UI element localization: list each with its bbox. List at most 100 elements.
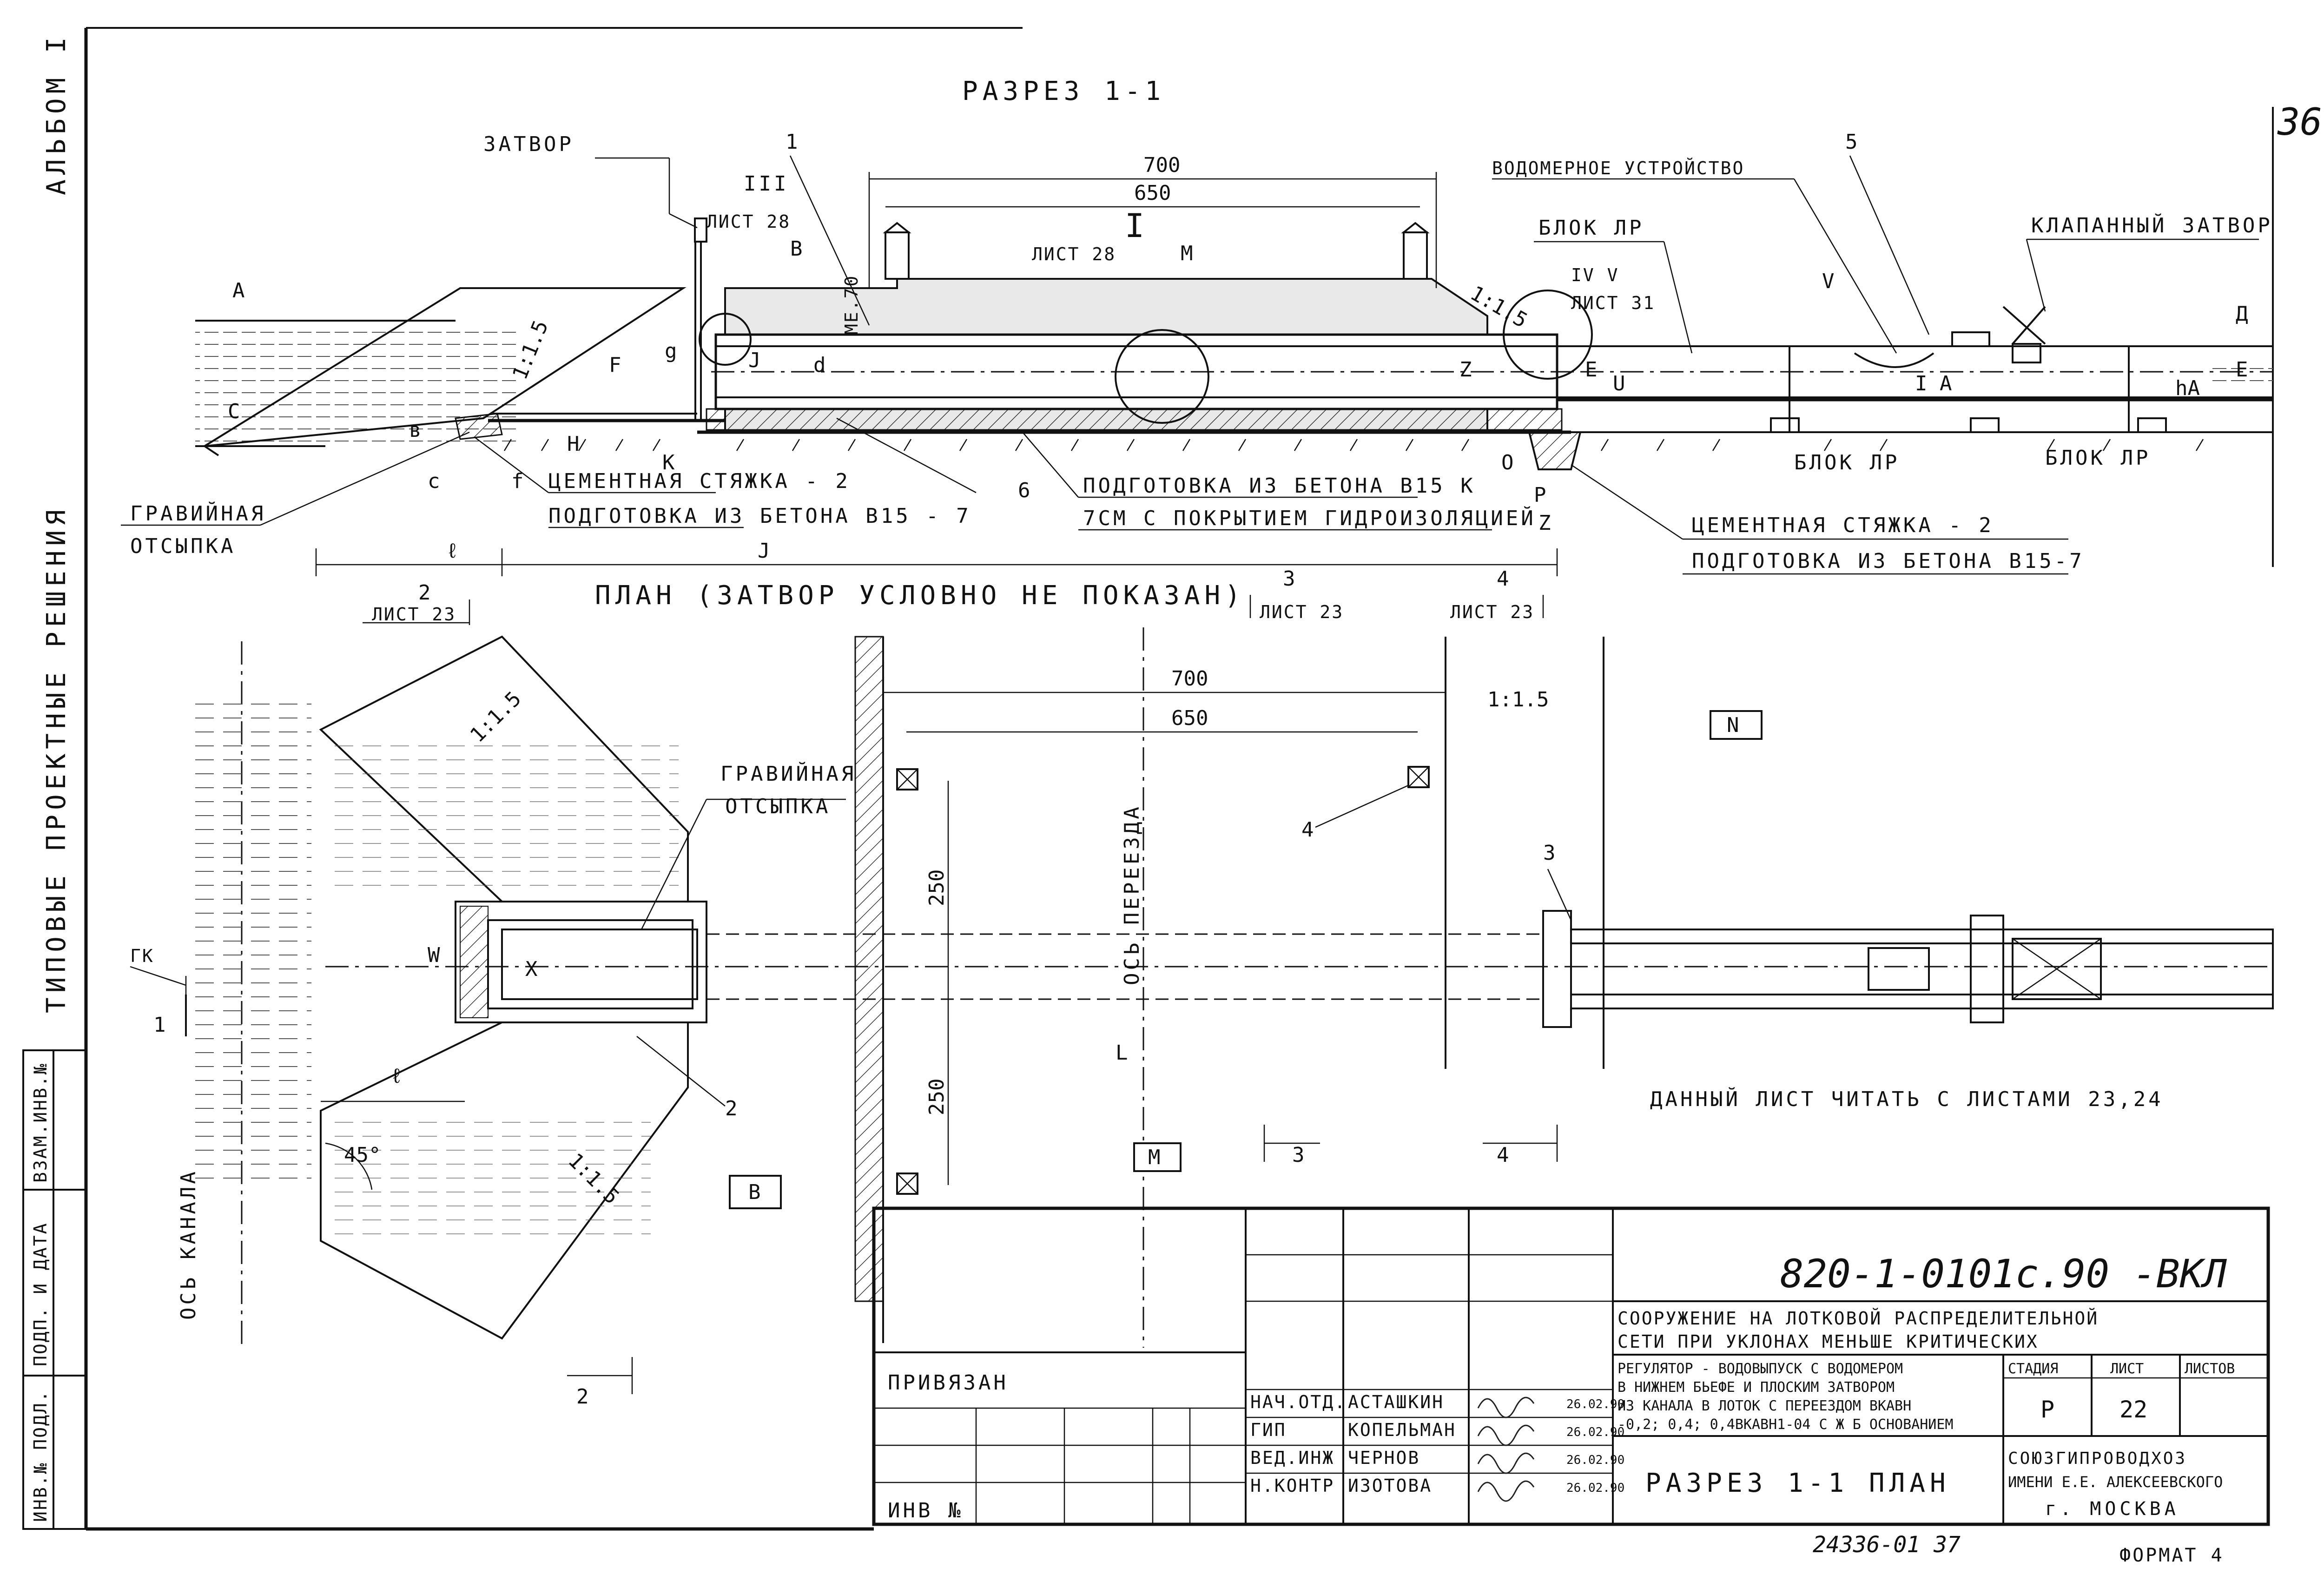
tb-desc-3: ИЗ КАНАЛА В ЛОТОК С ПЕРЕЕЗДОМ ВКАВН: [1618, 1398, 1911, 1414]
label-cement1: ЦЕМЕНТНАЯ СТЯЖКА - 2: [548, 469, 851, 493]
plan-cut3: 3: [1292, 1143, 1305, 1167]
plan-title: ПЛАН (ЗАТВОР УСЛОВНО НЕ ПОКАЗАН): [595, 580, 1245, 611]
title-block: ПРИВЯЗАН ИНВ № НАЧ.ОТД. ГИП ВЕД.ИНЖ Н.КО…: [872, 1206, 2270, 1526]
section-dim-700: 700: [1143, 153, 1180, 177]
letter-B: В: [790, 237, 803, 261]
label-blok-ar-top: БЛОК ЛР: [1538, 216, 1644, 240]
tb-inv: ИНВ №: [888, 1499, 963, 1522]
tb-role-2: ВЕД.ИНЖ: [1250, 1448, 1334, 1468]
letter-E: Е: [1585, 358, 1598, 382]
gk-label: ГК: [130, 946, 154, 966]
label-podgot1: ПОДГОТОВКА ИЗ БЕТОНА В15 - 7: [548, 504, 971, 528]
label-gravel-section: ГРАВИЙНАЯ: [130, 501, 266, 526]
plan-slope-c: 1:1.5: [1487, 688, 1549, 711]
letter-hA: hА: [2175, 376, 2200, 400]
label-podgot2: ПОДГОТОВКА ИЗ БЕТОНА В15-7: [1692, 549, 2085, 573]
letter-c: с: [428, 469, 440, 493]
letter-H: Н: [567, 432, 580, 456]
label-ref-IVV: IV V: [1571, 265, 1619, 285]
plan-num3: 3: [1543, 841, 1556, 865]
tb-role-1: ГИП: [1250, 1420, 1287, 1440]
ref-list23b: ЛИСТ 23: [1260, 602, 1344, 622]
label-blok-ar-bot1: БЛОК ЛР: [1794, 451, 1900, 474]
plan-gravel2: ОТСЫПКА: [725, 795, 831, 818]
tb-date-2: 26.02.90: [1566, 1453, 1624, 1467]
letter-P: Р: [1534, 483, 1546, 507]
letter-l: ℓ: [446, 539, 458, 563]
plan-note: ДАННЫЙ ЛИСТ ЧИТАТЬ С ЛИСТАМИ 23,24: [1650, 1087, 2164, 1111]
letter-d: d: [813, 353, 826, 377]
callout-5: 5: [1845, 130, 1858, 154]
tb-stage-h: СТАДИЯ: [2008, 1361, 2058, 1377]
letter-K: К: [662, 451, 675, 474]
tb-desc-4: -0,2; 0,4; 0,4ВКАВН1-04 С Ж Б ОСНОВАНИЕМ: [1618, 1416, 1953, 1433]
label-zatvor: ЗАТВОР: [483, 132, 574, 156]
section-dim-650: 650: [1134, 181, 1171, 205]
page-number: 36: [2277, 100, 2322, 144]
format-label: ФОРМАТ 4: [2119, 1545, 2224, 1566]
plan-box-B: В: [748, 1180, 761, 1204]
ref-list23a: ЛИСТ 23: [372, 604, 456, 625]
label-klapan: КЛАПАННЫЙ ЗАТВОР: [2031, 213, 2273, 237]
tb-org-2: ИМЕНИ Е.Е. АЛЕКСЕЕВСКОГО: [2008, 1473, 2223, 1491]
letter-D: Д: [2236, 302, 2248, 326]
signatures: [1477, 1397, 1535, 1502]
tb-name-3: ИЗОТОВА: [1348, 1476, 1432, 1496]
tb-role-0: НАЧ.ОТД.: [1250, 1392, 1347, 1412]
letter-b: в: [409, 418, 422, 442]
plan-l: ℓ: [390, 1064, 403, 1088]
plan-dim-650: 650: [1171, 706, 1208, 730]
plan-view: ПЛАН (ЗАТВОР УСЛОВНО НЕ ПОКАЗАН) ОСЬ КАН…: [130, 580, 2274, 1409]
tb-sheet-title: РАЗРЕЗ 1-1 ПЛАН: [1645, 1468, 1950, 1498]
letter-J: J: [748, 349, 761, 372]
letter-J2: J: [758, 539, 770, 563]
label-ref-I: I: [1125, 207, 1144, 245]
section-1-1: РАЗРЕЗ 1-1: [121, 76, 2274, 576]
tb-role-3: Н.КОНТР: [1250, 1476, 1334, 1496]
tb-name-0: АСТАШКИН: [1348, 1392, 1444, 1412]
stamp-vzam-label: ВЗАМ.ИНВ.№: [30, 1062, 51, 1183]
tb-name-1: КОПЕЛЬМАН: [1348, 1420, 1456, 1440]
tb-stage-v: Р: [2040, 1396, 2054, 1423]
plan-box-M: М: [1148, 1146, 1161, 1169]
letter-Z: Z: [1459, 358, 1472, 382]
series-label: ТИПОВЫЕ ПРОЕКТНЫЕ РЕШЕНИЯ: [41, 505, 72, 1013]
label-list28a: ЛИСТ 28: [706, 211, 791, 232]
tb-project-2: СЕТИ ПРИ УКЛОНАХ МЕНЬШЕ КРИТИЧЕСКИХ: [1618, 1331, 2039, 1352]
letter-E2: Е: [2236, 358, 2248, 382]
plan-dim-250b: 250: [925, 1079, 949, 1115]
tb-date-1: 26.02.90: [1566, 1425, 1624, 1439]
ref-4: 4: [1497, 567, 1509, 591]
plan-W: W: [428, 943, 440, 967]
plan-cut2: 2: [576, 1385, 589, 1409]
plan-L: L: [1116, 1041, 1128, 1065]
label-blok-ar-bot2: БЛОК ЛР: [2045, 446, 2151, 470]
album-label: АЛЬБОМ I: [41, 33, 72, 195]
label-vodomer: ВОДОМЕРНОЕ УСТРОЙСТВО: [1492, 158, 1744, 178]
callout-6: 6: [1018, 479, 1030, 502]
axis-kanal: ОСЬ КАНАЛА: [177, 1169, 200, 1320]
plan-X: Х: [525, 957, 538, 981]
tb-sheets-h: ЛИСТОВ: [2185, 1361, 2235, 1377]
stamp-podp-label: ПОДП. И ДАТА: [30, 1222, 51, 1366]
tb-date-0: 26.02.90: [1566, 1397, 1624, 1411]
letter-IA: I А: [1915, 372, 1952, 395]
letter-g: g: [665, 339, 677, 363]
cut-1: 1: [153, 1013, 166, 1037]
plan-dim-700: 700: [1171, 667, 1208, 691]
label-ref-III: III: [744, 172, 789, 196]
plan-num2: 2: [725, 1097, 738, 1120]
tb-project-1: СООРУЖЕНИЕ НА ЛОТКОВОЙ РАСПРЕДЕЛИТЕЛЬНОЙ: [1618, 1308, 2099, 1329]
label-hydro: 7СМ С ПОКРЫТИЕМ ГИДРОИЗОЛЯЦИЕЙ: [1083, 506, 1536, 530]
label-cement2: ЦЕМЕНТНАЯ СТЯЖКА - 2: [1692, 514, 1994, 537]
tb-org-1: СОЮЗГИПРОВОДХОЗ: [2008, 1449, 2187, 1468]
ref-2: 2: [418, 581, 431, 605]
letter-F: F: [609, 353, 621, 377]
section-title: РАЗРЕЗ 1-1: [962, 76, 1165, 106]
archive-number: 24336-01 37: [1813, 1532, 1961, 1558]
ref-3: 3: [1283, 567, 1295, 591]
letter-V: V: [1822, 270, 1835, 293]
tb-desc-2: В НИЖНЕМ БЬЕФЕ И ПЛОСКИМ ЗАТВОРОМ: [1618, 1379, 1895, 1396]
axis-pereezd: ОСЬ ПЕРЕЕЗДА: [1120, 804, 1144, 985]
